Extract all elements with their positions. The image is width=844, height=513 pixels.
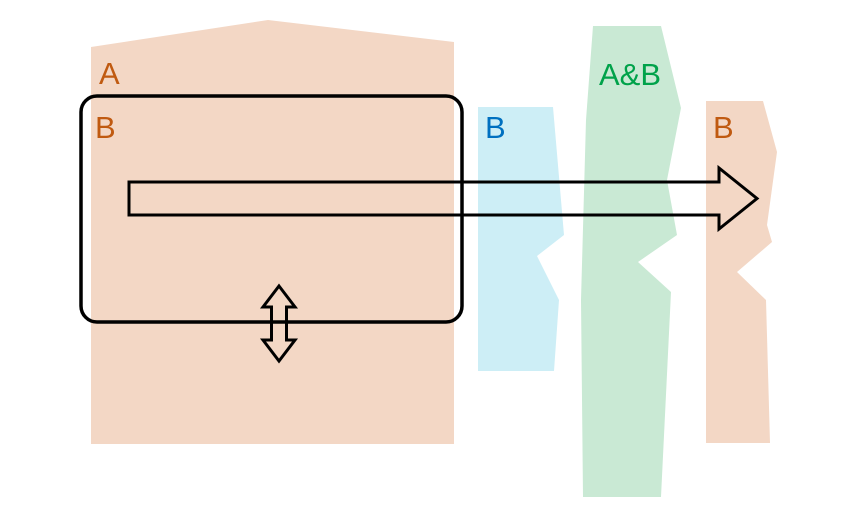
- region-a-shape: [91, 20, 454, 444]
- label-region-b-main: B: [95, 110, 116, 145]
- vertical-double-arrow: [259, 283, 299, 364]
- label-region-ab: A&B: [599, 57, 661, 92]
- label-region-b-right: B: [713, 110, 734, 145]
- region-ab-green-band: [581, 26, 681, 497]
- label-region-b-cyan: B: [485, 110, 506, 145]
- horizontal-arrow: [127, 164, 760, 233]
- region-b-cyan-band: [478, 107, 564, 371]
- label-region-a: A: [99, 56, 120, 91]
- region-b-right-band: [706, 101, 777, 443]
